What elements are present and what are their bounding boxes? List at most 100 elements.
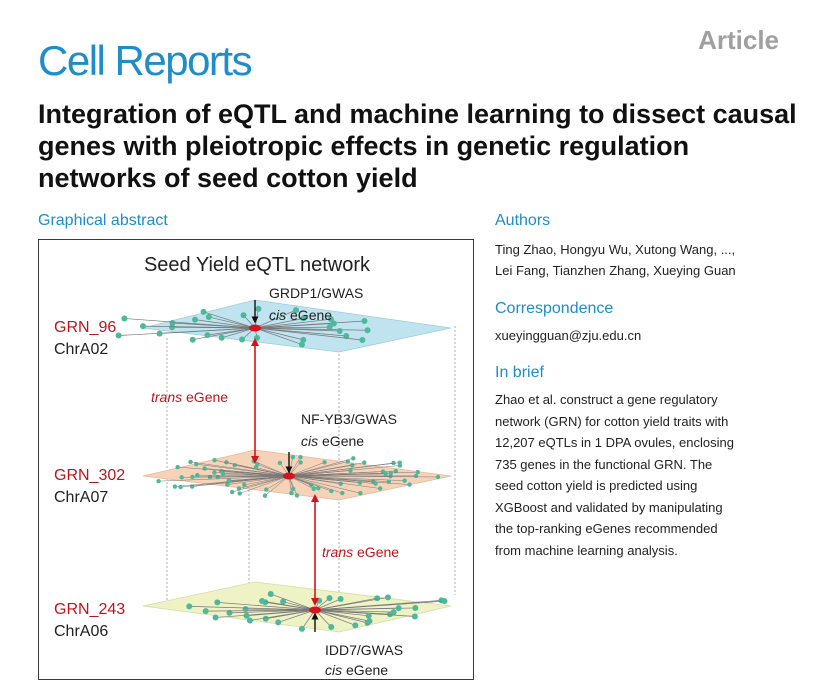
network-node — [212, 614, 219, 621]
network-edge — [217, 602, 316, 611]
network-edge — [288, 475, 405, 481]
network-node — [255, 305, 262, 312]
network-node — [275, 619, 282, 626]
network-edge — [314, 609, 415, 617]
cis-label-3: cis eGene — [325, 662, 388, 678]
network-node — [202, 608, 209, 615]
network-node — [373, 481, 378, 486]
network-node — [214, 599, 221, 606]
network-node — [243, 612, 250, 619]
network-node — [188, 459, 193, 465]
network-edge — [288, 475, 439, 478]
network-node — [338, 481, 343, 487]
network-edge — [203, 311, 256, 329]
network-node — [411, 613, 418, 620]
network-edge — [278, 609, 316, 623]
graphical-abstract-heading: Graphical abstract — [38, 212, 168, 229]
network-node — [395, 605, 402, 612]
network-node — [139, 323, 146, 330]
network-edge — [223, 473, 290, 477]
authors-line-1: Ting Zhao, Hongyu Wu, Xutong Wang, ..., — [495, 242, 736, 257]
network-node — [195, 472, 200, 478]
network-edge — [197, 474, 290, 477]
network-edge — [288, 470, 351, 477]
network-edge — [288, 462, 365, 477]
network-node — [189, 336, 196, 343]
network-node — [383, 471, 388, 477]
figure-title: Seed Yield eQTL network — [144, 254, 371, 276]
network-node — [412, 604, 419, 611]
network-edge — [314, 600, 445, 611]
network-node — [175, 464, 180, 470]
network-edge — [207, 327, 256, 336]
network-node — [242, 482, 247, 488]
network-node — [337, 595, 344, 602]
article-title: Integration of eQTL and machine learning… — [38, 99, 797, 193]
graphical-abstract-figure: Seed Yield eQTL network GRN_96 ChrA02 GR… — [38, 239, 474, 680]
cis-italic-2: cis — [301, 433, 318, 449]
network-node — [343, 333, 350, 340]
correspondence-email[interactable]: xueyingguan@zju.edu.cn — [495, 328, 642, 343]
in-brief-line: network (GRN) for cotton yield traits wi… — [495, 413, 729, 429]
gene-label-2: NF-YB3/GWAS — [301, 411, 397, 427]
layer-plane-grn-96 — [142, 299, 452, 353]
chr-label-3: ChrA06 — [54, 623, 108, 640]
network-node — [311, 486, 316, 492]
network-grn-96 — [115, 305, 371, 348]
network-edge — [288, 475, 319, 489]
network-node — [172, 484, 178, 489]
network-edge — [254, 323, 334, 329]
article-type-label: Article — [698, 25, 779, 55]
network-node — [298, 454, 303, 460]
network-node — [348, 468, 353, 473]
network-node — [402, 478, 407, 483]
network-node — [327, 316, 334, 323]
authors-line-2: Lei Fang, Tianzhen Zhang, Xueying Guan — [495, 263, 736, 278]
network-node — [358, 490, 363, 496]
network-node — [169, 324, 176, 331]
network-edge — [261, 600, 316, 611]
network-edge — [254, 327, 340, 332]
in-brief-line: 12,207 eQTLs in 1 DPA ovules, enclosing — [495, 435, 734, 450]
network-node — [264, 487, 269, 492]
network-node — [280, 598, 287, 605]
network-edge — [314, 597, 389, 611]
network-node — [218, 334, 225, 341]
network-edge — [314, 607, 399, 611]
network-edge — [244, 475, 290, 486]
network-node — [232, 463, 237, 468]
network-edge — [314, 609, 370, 622]
network-edge — [254, 327, 304, 341]
network-node — [230, 489, 235, 495]
network-node — [377, 486, 383, 491]
in-brief-line: seed cotton yield is predicted using — [495, 478, 698, 493]
trans-label-2: trans eGene — [322, 544, 399, 560]
network-edge — [288, 475, 361, 494]
network-node — [224, 460, 229, 465]
network-node — [254, 334, 261, 341]
network-edge — [255, 467, 290, 477]
network-node — [384, 594, 391, 601]
network-node — [415, 469, 420, 475]
network-node — [190, 474, 195, 480]
network-edge — [254, 327, 363, 341]
network-node — [435, 474, 441, 480]
network-edge — [190, 461, 290, 477]
network-edge — [158, 475, 290, 482]
network-edge — [238, 475, 290, 489]
network-node — [300, 315, 307, 322]
network-node — [357, 480, 363, 485]
network-node — [262, 615, 269, 622]
network-edge — [254, 318, 304, 329]
network-node — [345, 459, 350, 464]
network-edge — [314, 609, 368, 624]
network-edge — [221, 327, 256, 339]
network-edge — [314, 609, 356, 626]
in-brief-line: 735 genes in the functional GRN. The — [495, 456, 713, 472]
network-node — [322, 460, 327, 465]
network-edge — [288, 475, 381, 489]
network-edge — [288, 471, 383, 477]
network-node — [391, 460, 396, 466]
network-edge — [205, 609, 316, 612]
network-node — [242, 606, 249, 613]
